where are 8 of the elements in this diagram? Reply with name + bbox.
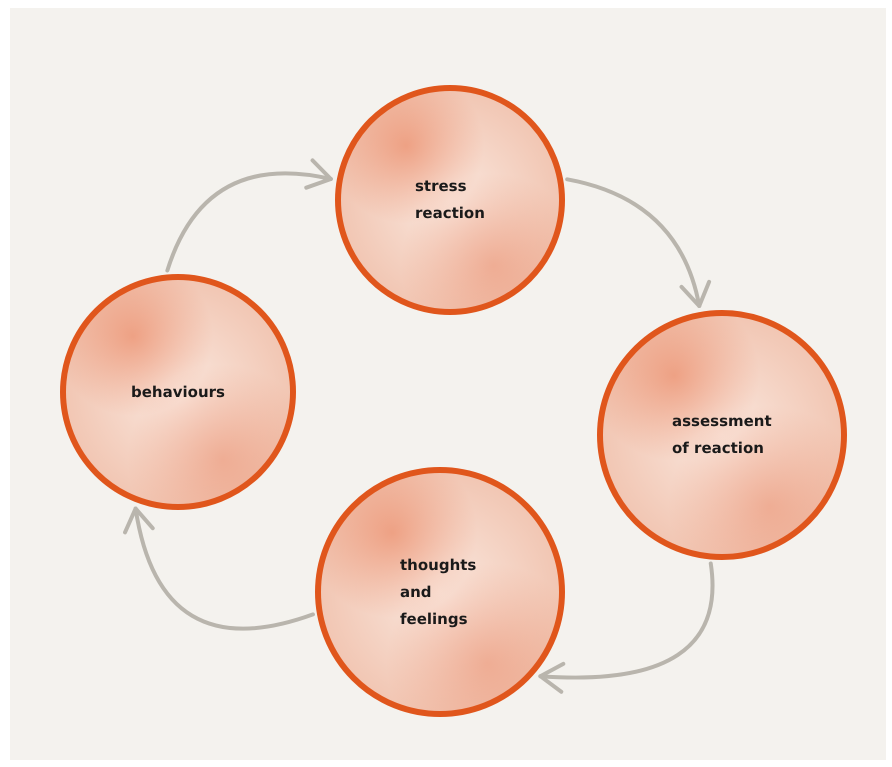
node-label: assessment of reaction: [672, 411, 772, 459]
arrow: [565, 177, 710, 308]
arrow: [165, 159, 333, 272]
node-label: thoughts and feelings: [400, 554, 478, 630]
arrow: [124, 506, 315, 631]
node-label: stress reaction: [415, 176, 485, 224]
node-label: behaviours: [131, 382, 225, 402]
arrow: [538, 562, 715, 694]
